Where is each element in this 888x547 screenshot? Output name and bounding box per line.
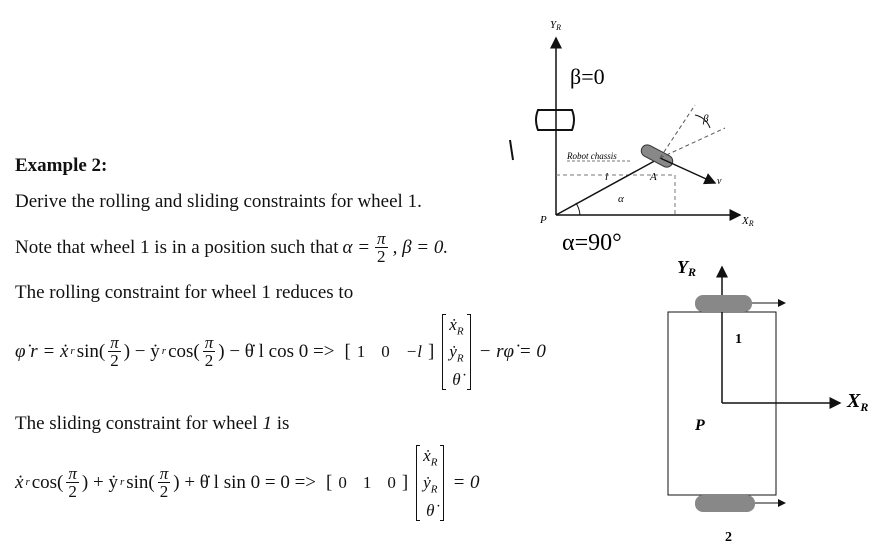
a-label: A <box>649 171 657 183</box>
rolling-lhs-d: cos( <box>168 341 200 363</box>
condition-line: Note that wheel 1 is in a position such … <box>15 230 448 265</box>
rolling-lhs-a: φ̇ r = ẋ <box>15 341 69 363</box>
wheel-2-label: 2 <box>725 530 732 545</box>
rolling-intro: The rolling constraint for wheel 1 reduc… <box>15 282 354 303</box>
y-axis-label: YR <box>550 19 561 32</box>
sliding-rhs: = 0 <box>452 472 480 494</box>
wheel-geometry-diagram: YR XR P l α Robot chassis A v β β=0 α=90… <box>509 19 754 256</box>
alpha-eq: α = <box>342 237 371 258</box>
wheel-1 <box>695 295 752 312</box>
l-label: l <box>605 171 608 183</box>
hand-wheel-sketch <box>535 109 575 131</box>
sliding-lhs-e: ) + θ̇ l sin 0 = 0 => <box>173 472 317 494</box>
wheel-a <box>640 144 674 168</box>
robot-chassis-label: Robot chassis <box>566 151 617 161</box>
sliding-lhs-a: ẋ <box>15 472 24 494</box>
sliding-lhs-b: cos( <box>31 472 64 494</box>
sliding-intro: The sliding constraint for wheel 1 is <box>15 413 290 434</box>
p-label-2: P <box>694 417 705 434</box>
wheel-1-label: 1 <box>735 332 742 347</box>
x-axis-label: XR <box>741 215 754 228</box>
rolling-rhs: − rφ̇ = 0 <box>478 341 546 363</box>
l-line <box>555 157 661 216</box>
p-label: P <box>539 214 547 226</box>
v-label: v <box>717 176 722 187</box>
example-title: Example 2: <box>15 155 108 176</box>
sliding-lhs-d: sin( <box>126 472 155 494</box>
wheel-2 <box>695 495 755 512</box>
x-axis-label-2: XR <box>846 390 868 414</box>
sliding-lhs-c: ) + ẏ <box>81 472 118 494</box>
velocity-arrow <box>659 157 717 185</box>
rolling-lhs-b: sin( <box>76 341 106 363</box>
y-axis-label-2: YR <box>677 257 696 279</box>
condition-text: Note that wheel 1 is in a position such … <box>15 237 339 258</box>
hand-alpha-90: α=90° <box>562 230 622 256</box>
beta-label: β <box>702 113 709 125</box>
rolling-lhs-e: ) − θ̇ l cos 0 => <box>218 341 335 363</box>
alpha-label: α <box>618 193 624 205</box>
beta-eq: , β = 0. <box>392 237 449 258</box>
robot-wheels-diagram: YR XR 1 P 2 <box>667 257 868 545</box>
rolling-lhs-c: ) − ẏ <box>123 341 160 363</box>
hand-beta-zero: β=0 <box>570 64 605 89</box>
task-line: Derive the rolling and sliding constrain… <box>15 191 422 212</box>
